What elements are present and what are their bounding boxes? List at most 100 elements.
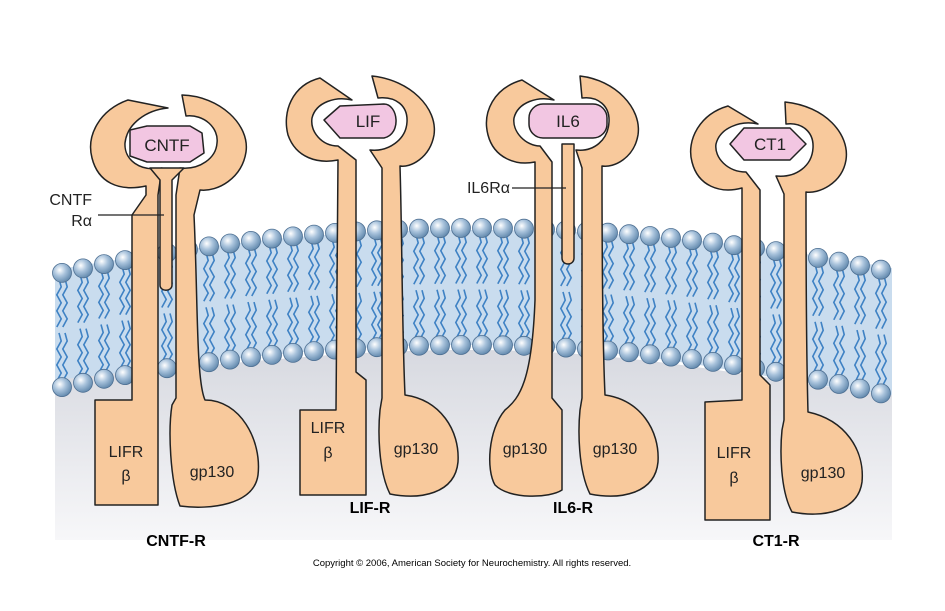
ct1-r-gp130-label: gp130 — [801, 465, 846, 482]
lipid-tail — [769, 314, 777, 367]
cntf-r-alpha-chain — [149, 167, 185, 291]
lipid-head — [724, 235, 744, 256]
lipid-tail — [565, 291, 573, 342]
lipid-head — [493, 335, 513, 356]
lipid-tail — [643, 241, 651, 293]
lipid-tail — [313, 295, 321, 346]
lipid-tail — [271, 244, 279, 295]
lipid-tail — [229, 249, 237, 299]
lipid-tail — [880, 275, 888, 329]
lipid-tail — [691, 302, 699, 354]
lipid-head — [556, 337, 576, 358]
cntf-r-lifr-label: LIFR — [109, 444, 144, 461]
lipid-tail — [103, 269, 111, 319]
ligand-ct1-shape — [729, 127, 807, 161]
lipid-tail — [691, 245, 699, 297]
lipid-tail — [838, 325, 846, 379]
lipid-head — [283, 226, 303, 247]
lipid-tail — [454, 233, 462, 284]
ligand-il6: IL6 — [556, 112, 580, 131]
lipid-tail — [502, 234, 510, 285]
lipid-tail — [307, 295, 315, 346]
il6ralpha-label: IL6Rα — [467, 180, 510, 197]
lipid-tail — [874, 334, 882, 388]
lipid-tail — [328, 238, 336, 289]
lipid-tail — [670, 243, 678, 295]
lipid-tail — [418, 289, 426, 341]
lipid-head — [619, 224, 639, 245]
lipid-tail — [124, 265, 132, 315]
lipid-tail — [517, 234, 525, 285]
lipid-tail — [649, 297, 657, 349]
lipid-tail — [685, 245, 693, 297]
lipid-head — [430, 218, 450, 239]
lipid-head — [94, 254, 114, 275]
lipid-tail — [523, 290, 531, 341]
lipid-head — [241, 230, 261, 251]
lipid-head — [808, 247, 828, 268]
lipid-tail — [502, 289, 510, 340]
lipid-head — [220, 233, 240, 254]
lifr-beta-chain — [285, 77, 367, 496]
lipid-tail — [496, 289, 504, 340]
lipid-tail — [292, 297, 300, 348]
lipid-tail — [244, 246, 252, 297]
ligand-lif: LIF — [356, 112, 381, 131]
lipid-head — [262, 344, 282, 365]
lipid-tail — [124, 320, 132, 370]
ligand-cntf: CNTF — [144, 136, 189, 155]
lipid-head — [199, 236, 219, 257]
lipid-tail — [460, 289, 468, 340]
lipid-tail — [397, 235, 405, 286]
lipid-tail — [97, 269, 105, 319]
lipid-tail — [433, 289, 441, 340]
lipid-tail — [370, 236, 378, 287]
lipid-head — [661, 228, 681, 248]
lipid-head — [808, 369, 828, 390]
cntf-ralpha-label-line2: Rα — [71, 213, 92, 230]
lipid-tail — [622, 296, 630, 347]
lipid-tail — [601, 294, 609, 345]
copyright-notice: Copyright © 2006, American Society for N… — [313, 558, 631, 569]
lipid-tail — [223, 304, 231, 354]
ligand-il6-shape — [528, 103, 608, 139]
lipid-tail — [265, 299, 273, 350]
lipid-tail — [166, 313, 174, 363]
lipid-tail — [82, 274, 90, 323]
ligand-cntf-shape — [129, 125, 205, 163]
lipid-head — [850, 255, 870, 276]
cntf-ralpha-label-line1: CNTF — [49, 192, 92, 209]
lipid-tail — [328, 294, 336, 344]
lipid-tail — [874, 275, 882, 329]
lipid-tail — [817, 321, 825, 375]
lipid-head — [871, 383, 891, 404]
lipid-tail — [622, 240, 630, 291]
lipid-tail — [559, 291, 567, 342]
lipid-head — [724, 355, 744, 375]
lipid-tail — [61, 278, 69, 328]
lipid-tail — [664, 243, 672, 295]
lipid-tail — [670, 300, 678, 351]
lipid-tail — [286, 242, 294, 293]
lipid-tail — [202, 252, 210, 302]
ct1-r-lifr-label: LIFR — [717, 445, 752, 462]
lipid-head — [640, 344, 660, 365]
lipid-tail — [733, 307, 741, 360]
lipid-tail — [229, 304, 237, 354]
lipid-tail — [838, 267, 846, 321]
lipid-tail — [853, 271, 861, 325]
receptor-name-il6-r: IL6-R — [553, 500, 593, 517]
lipid-tail — [55, 332, 63, 382]
lipid-tail — [76, 274, 84, 323]
lipid-tail — [859, 271, 867, 325]
lipid-tail — [118, 265, 126, 315]
lipid-head — [199, 352, 219, 373]
lipid-tail — [481, 289, 489, 340]
lipid-head — [52, 262, 72, 283]
lipid-tail — [412, 234, 420, 285]
gp130-right-chain — [575, 75, 659, 497]
lipid-tail — [712, 248, 720, 300]
lipid-tail — [61, 332, 69, 382]
gp130-chain — [169, 94, 260, 508]
